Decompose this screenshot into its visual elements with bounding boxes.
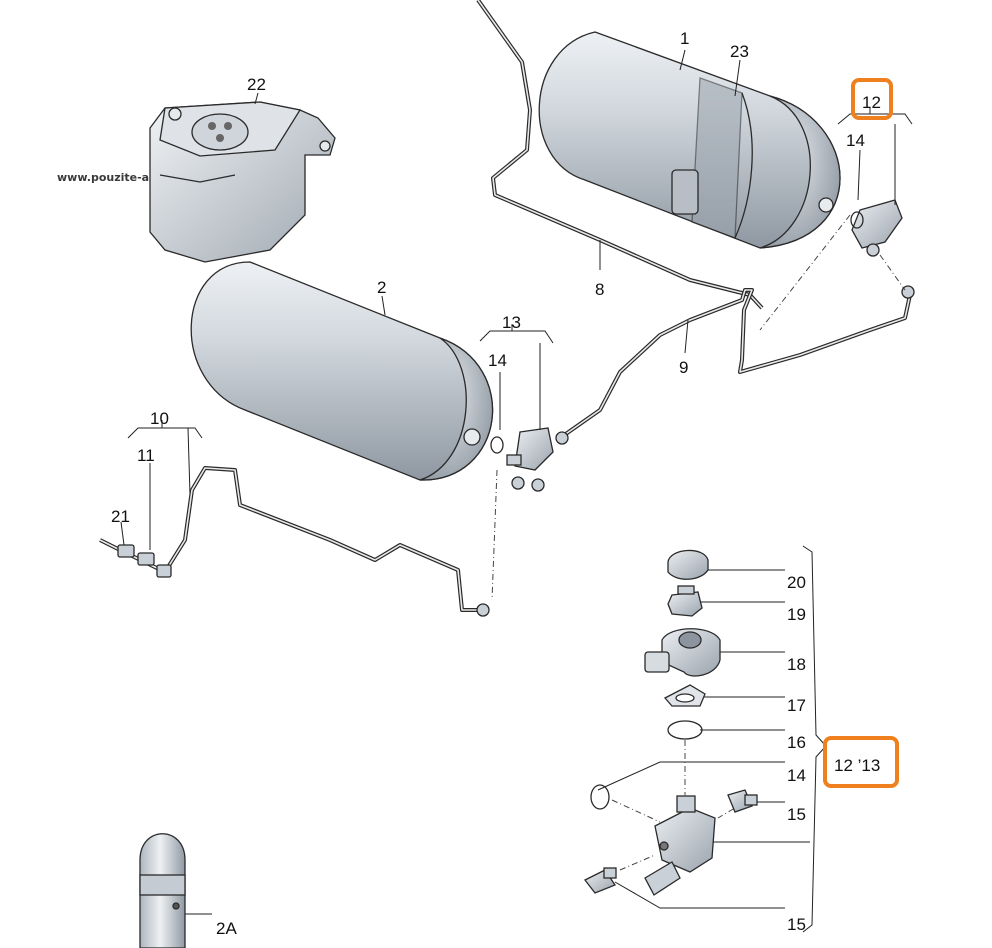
callout-2A: 2A — [216, 919, 237, 938]
callout-21: 21 — [111, 507, 130, 526]
callout-14-detail: 14 — [787, 766, 806, 785]
callout-9: 9 — [679, 358, 688, 377]
callout-1: 1 — [680, 29, 689, 48]
callout-19: 19 — [787, 605, 806, 624]
callout-2: 2 — [377, 278, 386, 297]
callout-12: 12 — [862, 93, 881, 112]
callout-23: 23 — [730, 42, 749, 61]
drain-valve-13 — [476, 427, 569, 617]
reservoir-22 — [149, 101, 336, 263]
callout-12-13: 12 ’13 — [834, 756, 880, 775]
callout-11: 11 — [137, 446, 155, 465]
fittings-10-11-21 — [117, 544, 172, 578]
callout-10: 10 — [150, 409, 169, 428]
callout-17: 17 — [787, 696, 806, 715]
callout-16: 16 — [787, 733, 806, 752]
callout-18: 18 — [787, 655, 806, 674]
callout-14-top: 14 — [846, 131, 865, 150]
callout-15-bottom: 15 — [787, 915, 806, 934]
callout-15-top: 15 — [787, 805, 806, 824]
callout-22: 22 — [247, 75, 266, 94]
callout-20: 20 — [787, 573, 806, 592]
assembly-dashes-upper — [491, 214, 906, 601]
highlight-box-12-13 — [823, 736, 899, 788]
air-lines — [99, 0, 912, 612]
part-2A-rod — [139, 833, 186, 948]
air-tank-2 — [190, 261, 494, 481]
highlight-box-12 — [851, 78, 893, 120]
valve-detail-assembly — [584, 549, 758, 896]
callout-8: 8 — [595, 280, 604, 299]
callout-14-mid: 14 — [488, 351, 507, 370]
leader-lines — [120, 49, 913, 933]
air-tank-1 — [538, 31, 841, 249]
drain-valve-12 — [850, 199, 915, 299]
callout-13: 13 — [502, 313, 521, 332]
